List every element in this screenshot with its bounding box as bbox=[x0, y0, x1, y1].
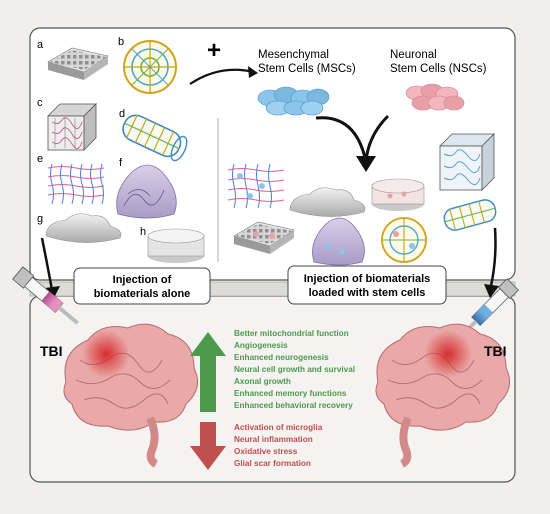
effect-down-item: Neural inflammation bbox=[234, 435, 313, 444]
arrow-to-cells-head bbox=[248, 66, 258, 78]
tbi-label-left: TBI bbox=[40, 343, 63, 359]
label-e: e bbox=[37, 153, 43, 165]
fullerene-sphere-illustration bbox=[123, 40, 177, 94]
msc-label-line2: Stem Cells (MSCs) bbox=[258, 63, 356, 75]
injection-alone-line1: Injection of bbox=[113, 274, 172, 286]
effect-up-item: Angiogenesis bbox=[234, 341, 288, 350]
gel-puddle-illustration bbox=[45, 213, 122, 243]
injection-loaded-line2: loaded with stem cells bbox=[309, 287, 426, 299]
effect-up-item: Enhanced behavioral recovery bbox=[234, 401, 353, 410]
arrow-left-down-head bbox=[45, 286, 60, 300]
label-g: g bbox=[37, 213, 43, 225]
nanotube-illustration bbox=[122, 114, 188, 162]
cube-scaffold-illustration bbox=[47, 103, 97, 151]
nsc-label-line2: Stem Cells (NSCs) bbox=[390, 63, 487, 75]
msc-label-line1: Mesenchymal bbox=[258, 49, 329, 61]
loaded-porous-block-illustration bbox=[233, 221, 295, 254]
plus-sign: + bbox=[207, 37, 221, 64]
loaded-hydrogel-blob-illustration bbox=[312, 217, 365, 266]
hydrogel-blob-illustration bbox=[116, 164, 177, 219]
effect-up-item: Enhanced memory functions bbox=[234, 389, 347, 398]
arrow-to-cells bbox=[189, 68, 255, 85]
loaded-mesh-illustration bbox=[227, 163, 285, 209]
red-down-arrow bbox=[190, 422, 226, 470]
green-up-arrow bbox=[190, 332, 226, 412]
loaded-nanotube-illustration bbox=[443, 199, 497, 231]
injection-alone-box bbox=[73, 267, 211, 305]
label-f: f bbox=[119, 157, 123, 169]
arrow-right-down-head bbox=[484, 284, 499, 298]
label-h: h bbox=[140, 226, 146, 238]
msc-cell-cluster bbox=[257, 86, 330, 116]
curved-arrow-down bbox=[315, 116, 368, 163]
loaded-disk-illustration bbox=[371, 178, 425, 211]
injection-loaded-box bbox=[287, 265, 447, 305]
effect-up-item: Neural cell growth and survival bbox=[234, 365, 355, 374]
label-a: a bbox=[37, 39, 44, 51]
disk-scaffold-illustration bbox=[147, 228, 205, 263]
left-syringe-icon bbox=[12, 266, 79, 325]
nsc-label-line1: Neuronal bbox=[390, 49, 437, 61]
left-brain-illustration bbox=[63, 323, 199, 468]
effect-down-item: Activation of microglia bbox=[234, 423, 323, 432]
nsc-cell-cluster bbox=[405, 83, 465, 111]
porous-block-illustration bbox=[47, 47, 109, 80]
injection-loaded-line1: Injection of biomaterials bbox=[304, 273, 431, 285]
effect-up-item: Axonal growth bbox=[234, 377, 291, 386]
fiber-mesh-illustration bbox=[47, 163, 105, 205]
tbi-label-right: TBI bbox=[484, 343, 507, 359]
curved-arrow-head bbox=[356, 156, 376, 172]
injection-alone-line2: biomaterials alone bbox=[94, 288, 191, 300]
effect-down-item: Glial scar formation bbox=[234, 459, 311, 468]
right-brain-illustration bbox=[375, 323, 511, 468]
label-b: b bbox=[118, 36, 124, 48]
arrow-right-down bbox=[489, 227, 497, 287]
effect-down-item: Oxidative stress bbox=[234, 447, 298, 456]
loaded-gel-puddle-illustration bbox=[289, 187, 366, 217]
effect-up-item: Better mitochondrial function bbox=[234, 329, 349, 338]
loaded-cube-illustration bbox=[439, 133, 495, 191]
loaded-fullerene-illustration bbox=[381, 217, 427, 263]
label-d: d bbox=[119, 108, 125, 120]
label-c: c bbox=[37, 97, 43, 109]
arrow-left-down bbox=[40, 237, 54, 291]
effect-up-item: Enhanced neurogenesis bbox=[234, 353, 329, 362]
